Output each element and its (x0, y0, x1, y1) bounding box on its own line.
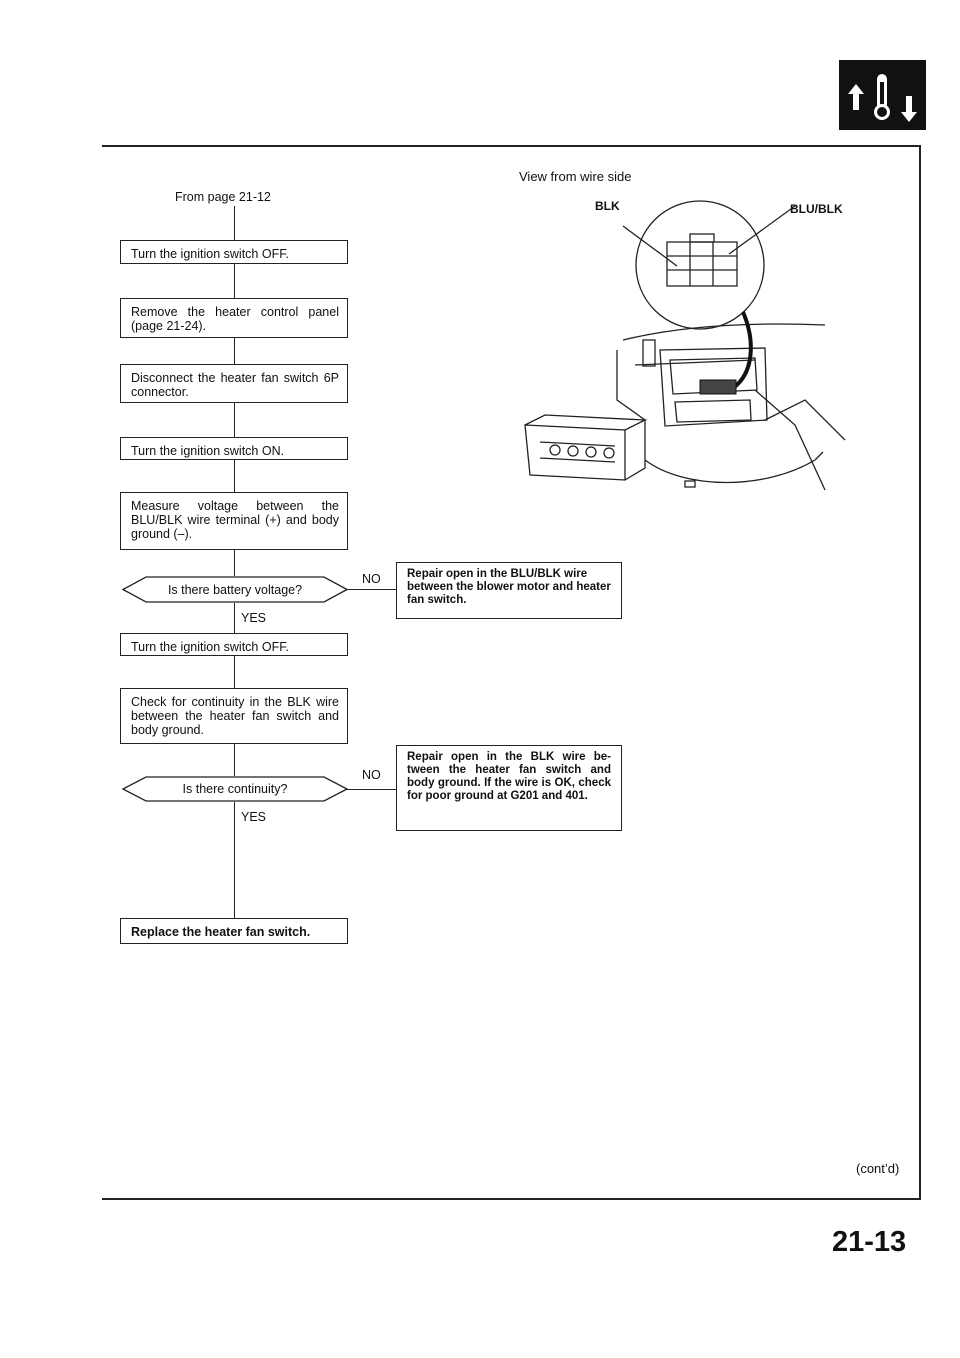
decision-diamond (122, 576, 348, 603)
decision-yes-label: YES (241, 810, 267, 824)
flow-line (234, 264, 235, 298)
step-replace-switch: Replace the heater fan switch. (120, 918, 348, 944)
repair-action-box: Repair open in the BLU/BLK wire between … (396, 562, 622, 619)
from-page-label: From page 21-12 (175, 190, 271, 204)
flow-line (234, 656, 235, 688)
view-caption: View from wire side (519, 169, 632, 184)
flow-line (234, 460, 235, 492)
page-number: 21-13 (832, 1226, 907, 1258)
step-ignition-on: Turn the ignition switch ON. (120, 437, 348, 460)
decision-question: Is there battery voltage? (167, 583, 303, 597)
flow-line (234, 744, 235, 776)
step-disconnect-connector: Disconnect the heater fan switch 6P conn… (120, 364, 348, 403)
decision-question: Is there continuity? (182, 782, 288, 796)
step-remove-panel: Remove the heater control panel (page 21… (120, 298, 348, 338)
top-rule (102, 145, 920, 147)
decision-diamond (122, 776, 348, 802)
step-ignition-off-2: Turn the ignition switch OFF. (120, 633, 348, 656)
decision-no-label: NO (362, 572, 381, 586)
no-branch-line (346, 789, 396, 790)
no-branch-line (346, 589, 396, 590)
heater-switch-connector-illustration (524, 200, 846, 491)
decision-no-label: NO (362, 768, 381, 782)
repair-action-box: Repair open in the BLK wire be-tween the… (396, 745, 622, 831)
flow-line (234, 550, 235, 576)
right-rule (919, 145, 921, 1199)
thermometer-up-down-icon (839, 60, 926, 130)
flow-line (234, 338, 235, 364)
blu-blk-label: BLU/BLK (790, 202, 843, 216)
flow-line (234, 206, 235, 240)
step-measure-voltage: Measure voltage between the BLU/BLK wire… (120, 492, 348, 550)
flow-line (234, 403, 235, 437)
flow-line (234, 603, 235, 633)
continued-label: (cont’d) (856, 1161, 900, 1176)
blk-label: BLK (595, 199, 620, 213)
bottom-rule (102, 1198, 921, 1200)
decision-yes-label: YES (241, 611, 267, 625)
flow-line (234, 802, 235, 918)
step-ignition-off: Turn the ignition switch OFF. (120, 240, 348, 264)
step-check-continuity: Check for continuity in the BLK wire bet… (120, 688, 348, 744)
